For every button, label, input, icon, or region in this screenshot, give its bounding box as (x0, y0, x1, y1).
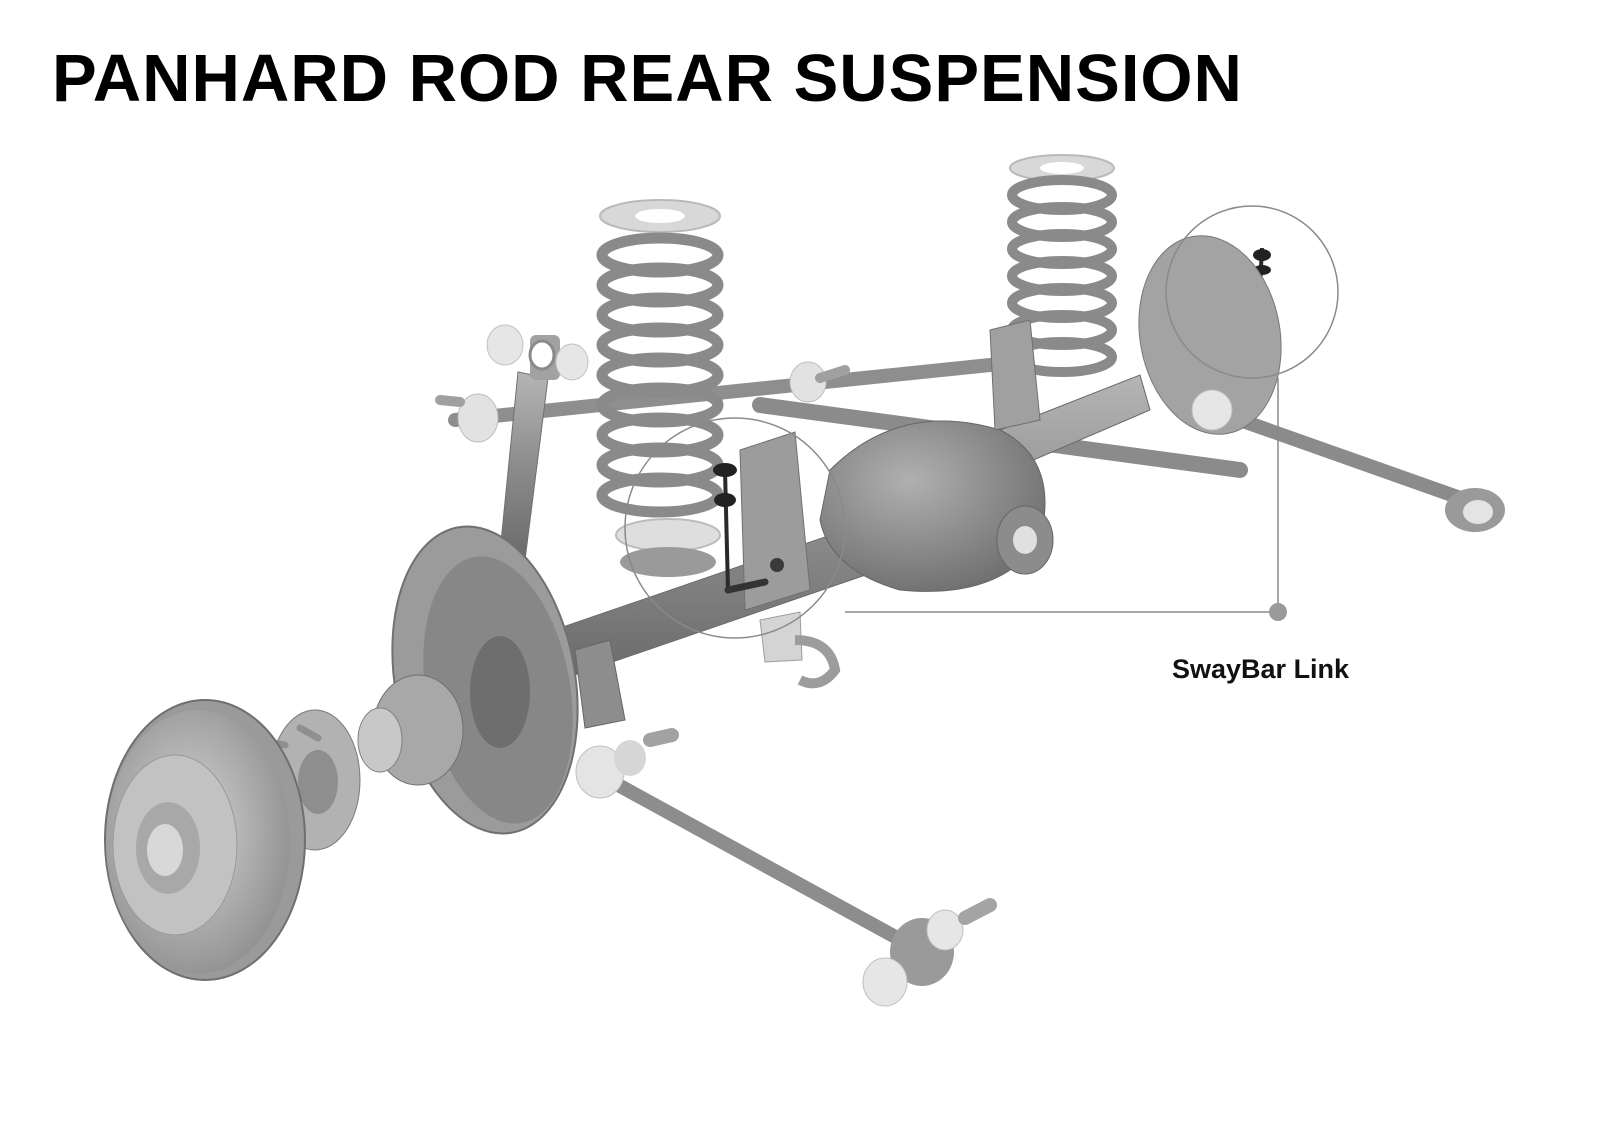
callout-circle-right (1165, 205, 1339, 379)
right-brake-plate (1138, 235, 1282, 435)
sway-bar-link-label: SwayBar Link (1172, 654, 1350, 684)
brake-rotor (104, 699, 306, 981)
right-coil-spring (1007, 154, 1117, 377)
sway-bar-bracket (759, 611, 841, 689)
lower-trailing-arm (575, 728, 997, 1007)
sway-bar-link-left (713, 463, 784, 594)
left-coil-spring (596, 199, 724, 577)
callout-circle-left (624, 417, 846, 639)
axle-housing (524, 319, 1151, 729)
callout-leader-line (845, 378, 1287, 621)
diagram-title: PANHARD ROD REAR SUSPENSION (52, 41, 1243, 116)
